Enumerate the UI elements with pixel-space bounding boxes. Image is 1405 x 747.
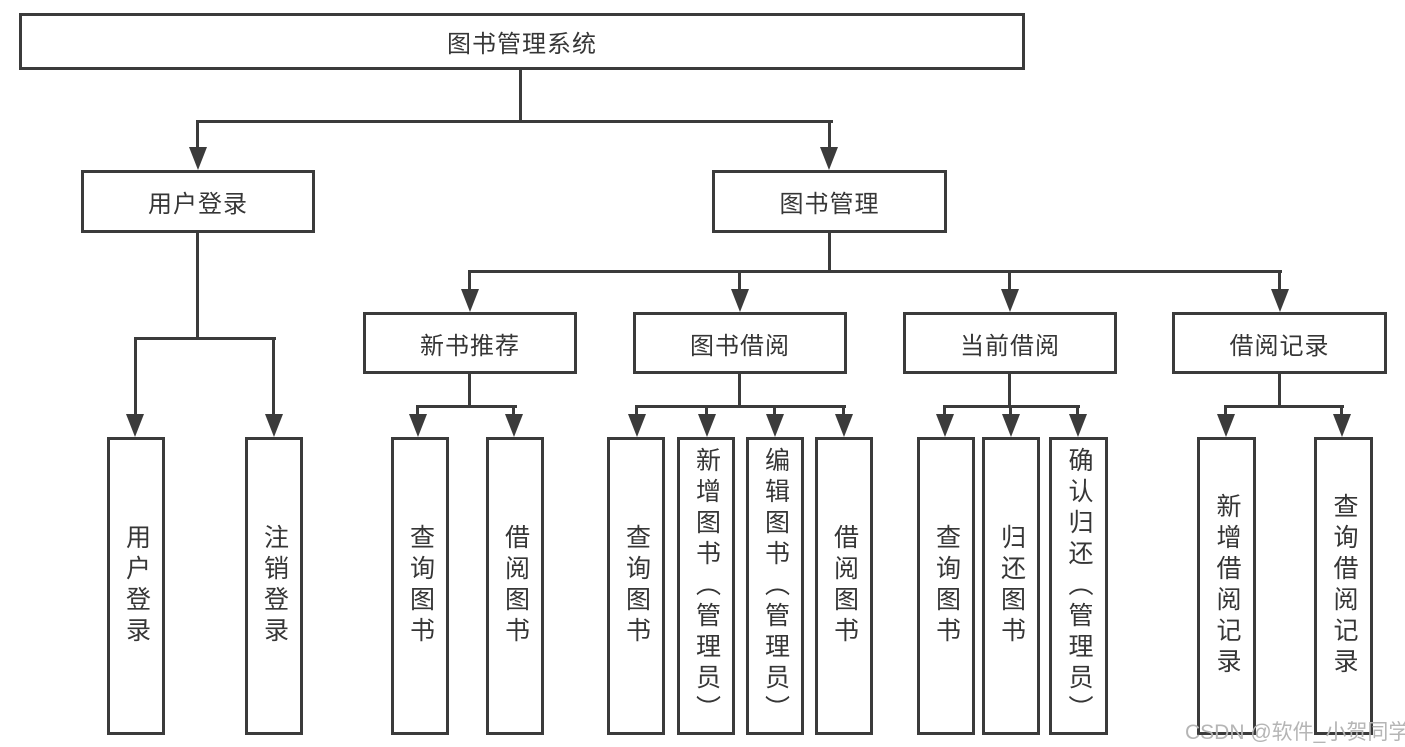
leaf-return-books: 归还图书 <box>982 437 1040 735</box>
connector-new-book-bar <box>416 405 517 408</box>
connector-drop-return-books <box>1009 405 1012 420</box>
arrowhead-user-login-icon <box>189 147 207 170</box>
node-new-book-recommend-label: 新书推荐 <box>420 332 520 360</box>
leaf-add-borrow-record-label: 新增借阅记录 <box>1213 493 1241 679</box>
node-user-login: 用户登录 <box>81 170 315 233</box>
leaf-borrow-books-2-label: 借阅图书 <box>830 524 859 648</box>
arrowhead-leaf-user-login-icon <box>126 414 144 437</box>
node-new-book-recommend: 新书推荐 <box>363 312 577 374</box>
node-borrow-records: 借阅记录 <box>1172 312 1387 374</box>
arrowhead-book-borrow-icon <box>731 289 749 312</box>
arrowhead-add-book-icon <box>698 414 716 437</box>
node-current-borrow-label: 当前借阅 <box>960 332 1060 360</box>
node-library-system-label: 图书管理系统 <box>447 31 597 58</box>
node-library-system: 图书管理系统 <box>19 13 1025 70</box>
leaf-logout-login-label: 注销登录 <box>260 524 289 648</box>
arrowhead-new-book-icon <box>461 289 479 312</box>
connector-drop-borrow-books-1 <box>512 405 515 420</box>
watermark: CSDN @软件_小贺同学 <box>1185 721 1405 744</box>
leaf-query-books-2: 查询图书 <box>607 437 665 735</box>
arrowhead-borrow-books-1-icon <box>505 414 523 437</box>
connector-borrow-records-bar <box>1224 405 1344 408</box>
arrowhead-borrow-records-icon <box>1271 289 1289 312</box>
connector-user-login-bar <box>134 337 276 340</box>
leaf-return-books-label: 归还图书 <box>997 524 1026 648</box>
leaf-query-books-1: 查询图书 <box>391 437 449 735</box>
arrowhead-query-record-icon <box>1333 414 1351 437</box>
leaf-edit-book-admin-label: 编辑图书（管理员） <box>761 446 790 726</box>
connector-drop-leaf-user-login <box>134 337 137 417</box>
connector-borrow-records-stem <box>1278 374 1281 407</box>
node-user-login-label: 用户登录 <box>148 191 248 218</box>
connector-drop-confirm-return <box>1076 405 1079 420</box>
connector-drop-add-record <box>1224 405 1227 420</box>
node-book-borrow-label: 图书借阅 <box>690 332 790 360</box>
connector-root-bar <box>196 120 833 123</box>
arrowhead-query-books-1-icon <box>409 414 427 437</box>
leaf-user-login-label: 用户登录 <box>122 524 151 648</box>
arrowhead-edit-book-icon <box>766 414 784 437</box>
leaf-query-books-1-label: 查询图书 <box>406 524 435 648</box>
connector-drop-user-login <box>196 120 199 150</box>
leaf-query-borrow-record: 查询借阅记录 <box>1314 437 1373 735</box>
node-borrow-records-label: 借阅记录 <box>1229 332 1330 360</box>
arrowhead-query-books-3-icon <box>936 414 954 437</box>
leaf-confirm-return-admin: 确认归还（管理员） <box>1049 437 1108 735</box>
connector-drop-query-books-2 <box>635 405 638 420</box>
connector-book-borrow-stem <box>738 374 741 407</box>
arrowhead-borrow-books-2-icon <box>835 414 853 437</box>
arrowhead-leaf-logout-icon <box>265 414 283 437</box>
connector-drop-new-book <box>468 270 471 295</box>
arrowhead-book-management-icon <box>820 147 838 170</box>
leaf-query-books-3: 查询图书 <box>917 437 975 735</box>
connector-drop-add-book <box>705 405 708 420</box>
leaf-borrow-books-2: 借阅图书 <box>815 437 873 735</box>
connector-drop-book-borrow <box>738 270 741 295</box>
leaf-logout-login: 注销登录 <box>245 437 303 735</box>
leaf-query-borrow-record-label: 查询借阅记录 <box>1330 493 1358 679</box>
arrowhead-add-record-icon <box>1217 414 1235 437</box>
connector-book-management-bar <box>468 270 1282 273</box>
leaf-query-books-3-label: 查询图书 <box>932 524 961 648</box>
leaf-add-borrow-record: 新增借阅记录 <box>1197 437 1256 735</box>
connector-drop-book-management <box>828 120 831 150</box>
leaf-borrow-books-1-label: 借阅图书 <box>501 524 530 648</box>
leaf-borrow-books-1: 借阅图书 <box>486 437 544 735</box>
node-current-borrow: 当前借阅 <box>903 312 1117 374</box>
leaf-add-book-admin: 新增图书（管理员） <box>677 437 735 735</box>
connector-drop-borrow-records <box>1278 270 1281 295</box>
arrowhead-query-books-2-icon <box>628 414 646 437</box>
connector-book-management-stem <box>828 233 831 273</box>
connector-user-login-stem <box>196 233 199 340</box>
connector-drop-edit-book <box>773 405 776 420</box>
node-book-management-label: 图书管理 <box>779 191 880 218</box>
connector-drop-query-books-3 <box>943 405 946 420</box>
connector-drop-leaf-logout <box>272 337 275 417</box>
leaf-edit-book-admin: 编辑图书（管理员） <box>746 437 804 735</box>
leaf-query-books-2-label: 查询图书 <box>622 524 651 648</box>
leaf-confirm-return-admin-label: 确认归还（管理员） <box>1065 446 1093 726</box>
node-book-management: 图书管理 <box>712 170 947 233</box>
leaf-user-login: 用户登录 <box>107 437 165 735</box>
connector-drop-query-record <box>1340 405 1343 420</box>
connector-book-borrow-bar <box>635 405 846 408</box>
connector-current-borrow-stem <box>1008 374 1011 407</box>
leaf-add-book-admin-label: 新增图书（管理员） <box>692 446 721 726</box>
connector-drop-borrow-books-2 <box>842 405 845 420</box>
node-book-borrow: 图书借阅 <box>633 312 847 374</box>
arrowhead-current-borrow-icon <box>1001 289 1019 312</box>
connector-drop-current-borrow <box>1008 270 1011 295</box>
connector-drop-query-books-1 <box>416 405 419 420</box>
arrowhead-confirm-return-icon <box>1069 414 1087 437</box>
connector-new-book-stem <box>468 374 471 407</box>
arrowhead-return-books-icon <box>1002 414 1020 437</box>
connector-root-stem <box>519 70 522 122</box>
